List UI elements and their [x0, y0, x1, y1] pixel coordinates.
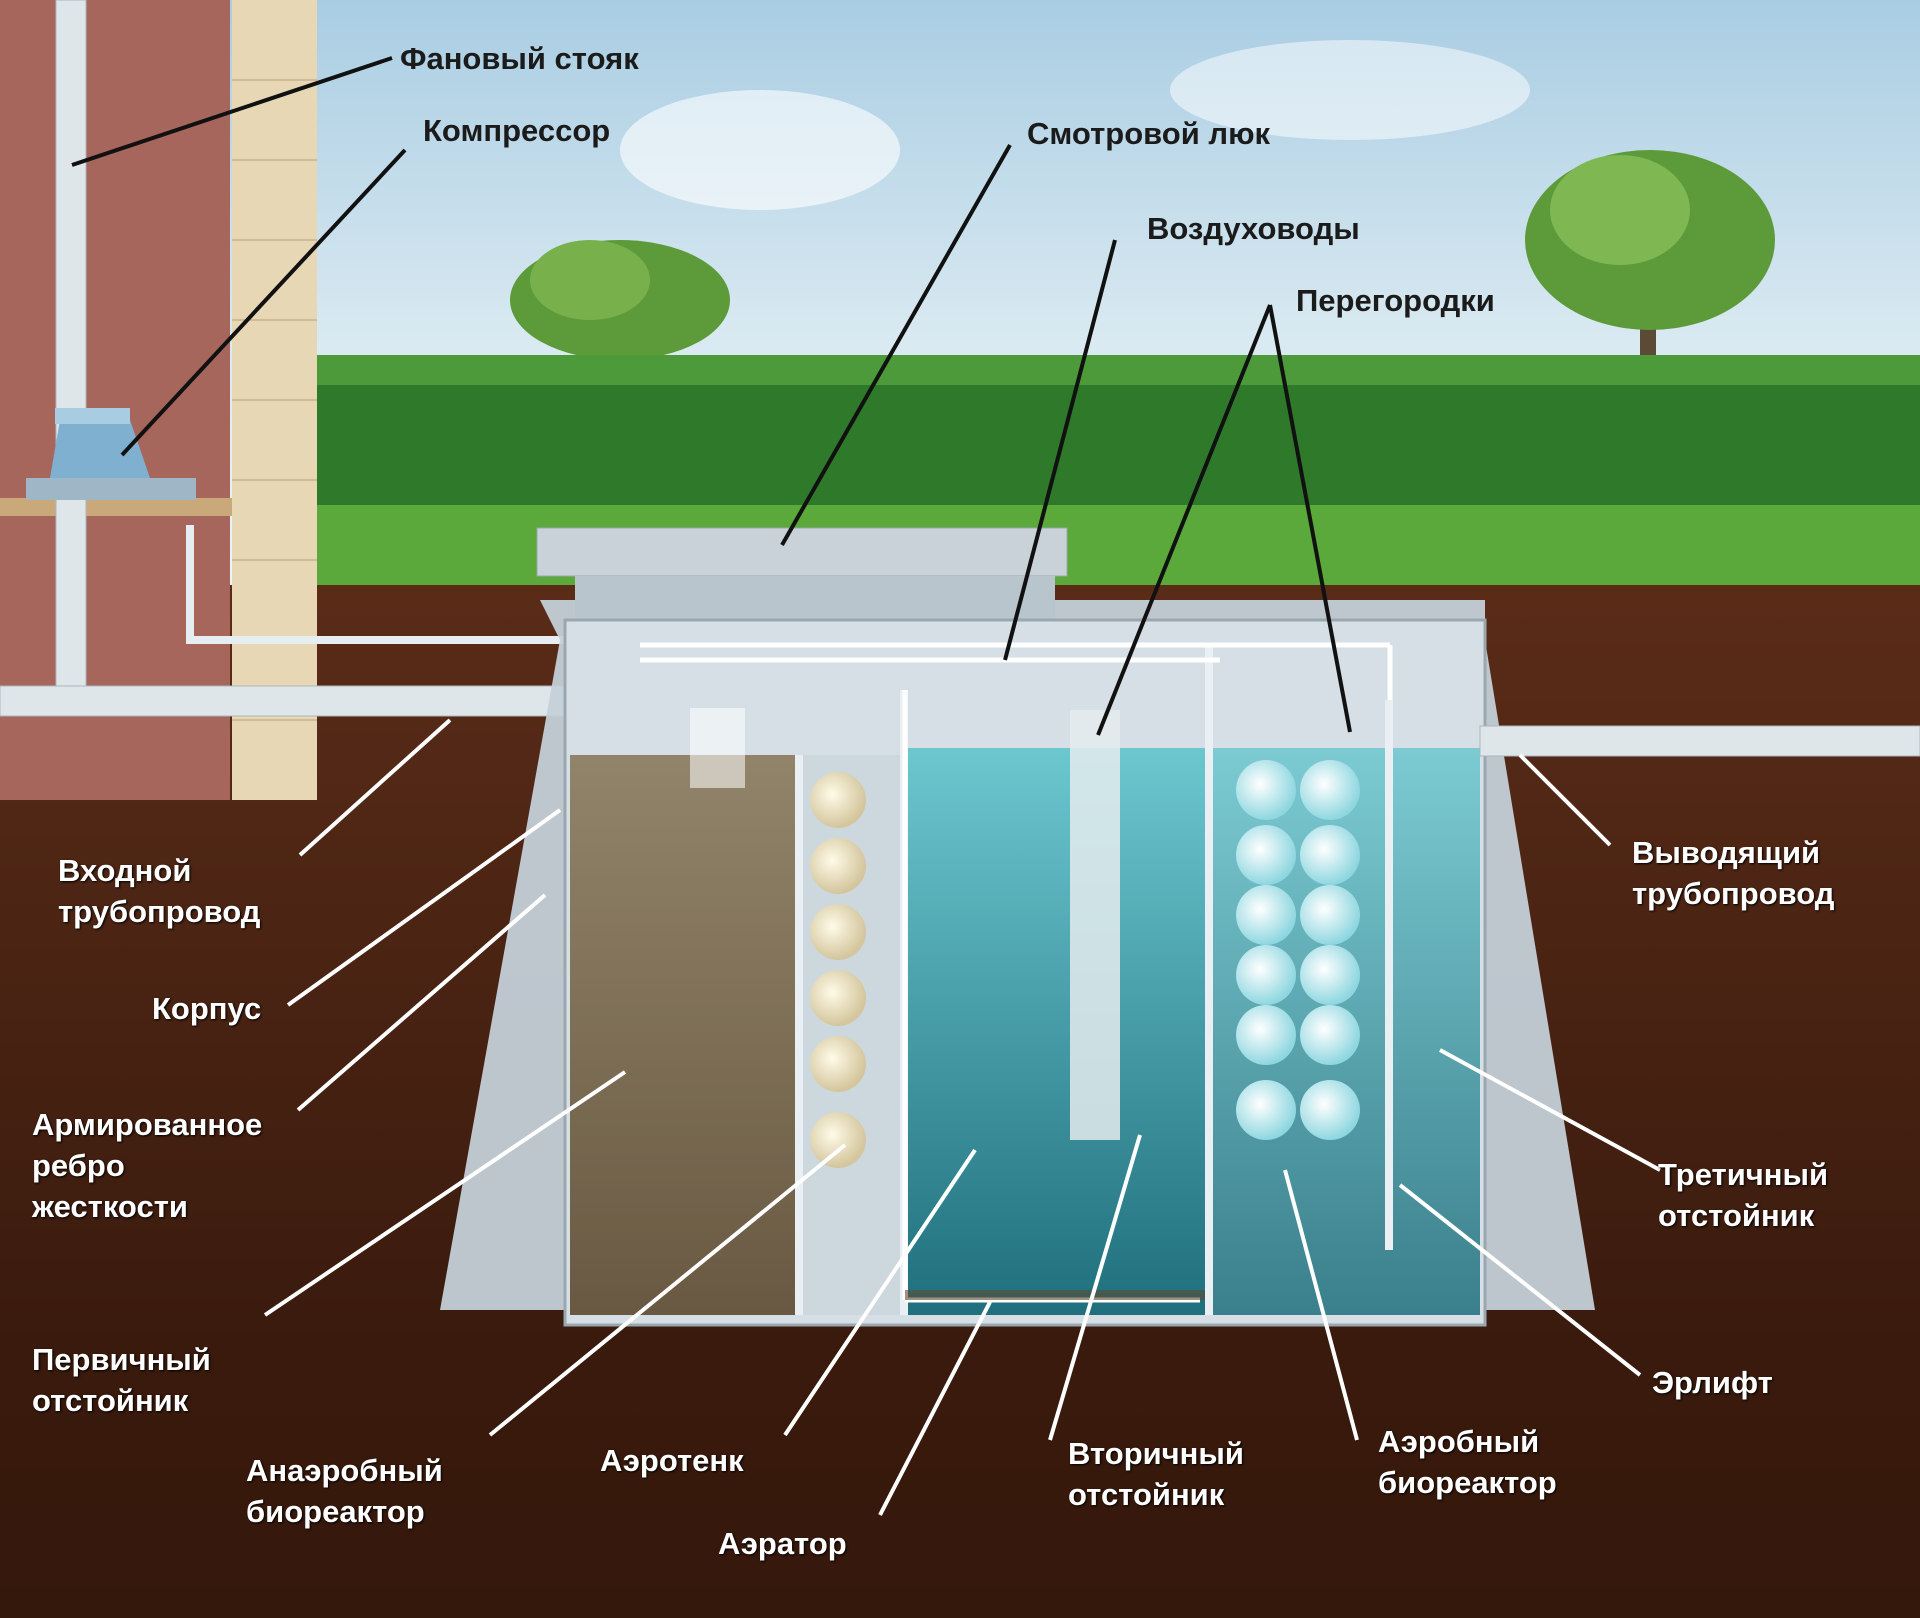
label-aerator: Аэратор	[718, 1526, 847, 1561]
aerobic-loaders	[1236, 760, 1360, 1140]
leader-lines-dark	[71, 56, 1352, 736]
label-compressor: Компрессор	[423, 113, 611, 148]
label-partitions: Перегородки	[1296, 283, 1495, 318]
primary-settler	[570, 755, 795, 1315]
label-air-ducts: Воздуховоды	[1147, 211, 1360, 246]
label-manhole: Смотровой люк	[1027, 116, 1271, 151]
label-vent-stack: Фановый стояк	[400, 41, 639, 76]
aerotank	[905, 748, 1205, 1315]
floor	[0, 498, 232, 516]
label-aerobic-bioreactor: Аэробный биореактор	[1378, 1424, 1557, 1500]
compressor	[26, 408, 196, 500]
aerator	[905, 1290, 1205, 1300]
label-primary-settler: Первичный отстойник	[32, 1342, 211, 1418]
vent-stack-pipe	[55, 0, 87, 701]
partition-1	[795, 755, 803, 1315]
label-secondary-settler: Вторичный отстойник	[1068, 1436, 1244, 1512]
label-rib: Армированное ребро жесткости	[32, 1107, 263, 1224]
air-hose	[186, 525, 660, 644]
partition-4	[1205, 645, 1213, 1315]
tree-left	[510, 240, 730, 380]
inlet-pipe	[0, 685, 601, 717]
inlet-box	[690, 708, 745, 788]
manhole-lid	[536, 527, 1068, 577]
label-airlift: Эрлифт	[1652, 1365, 1773, 1400]
partition-3	[1070, 710, 1120, 1140]
leader-lines-light	[263, 718, 1661, 1516]
label-anaerobic-bioreactor: Анаэробный биореактор	[246, 1453, 443, 1529]
label-body: Корпус	[152, 991, 262, 1026]
label-outlet-pipe: Выводящий трубопровод	[1632, 835, 1835, 911]
house-wall-inner	[0, 0, 230, 800]
label-aerotank: Аэротенк	[600, 1443, 744, 1478]
outlet-pipe	[1479, 725, 1920, 757]
label-inlet-pipe: Входной трубопровод	[58, 853, 261, 929]
partition-5	[1385, 700, 1393, 1250]
label-tertiary-settler: Третичный отстойник	[1658, 1157, 1829, 1233]
tree-right	[1525, 150, 1775, 380]
anaerobic-loaders	[810, 772, 866, 1168]
